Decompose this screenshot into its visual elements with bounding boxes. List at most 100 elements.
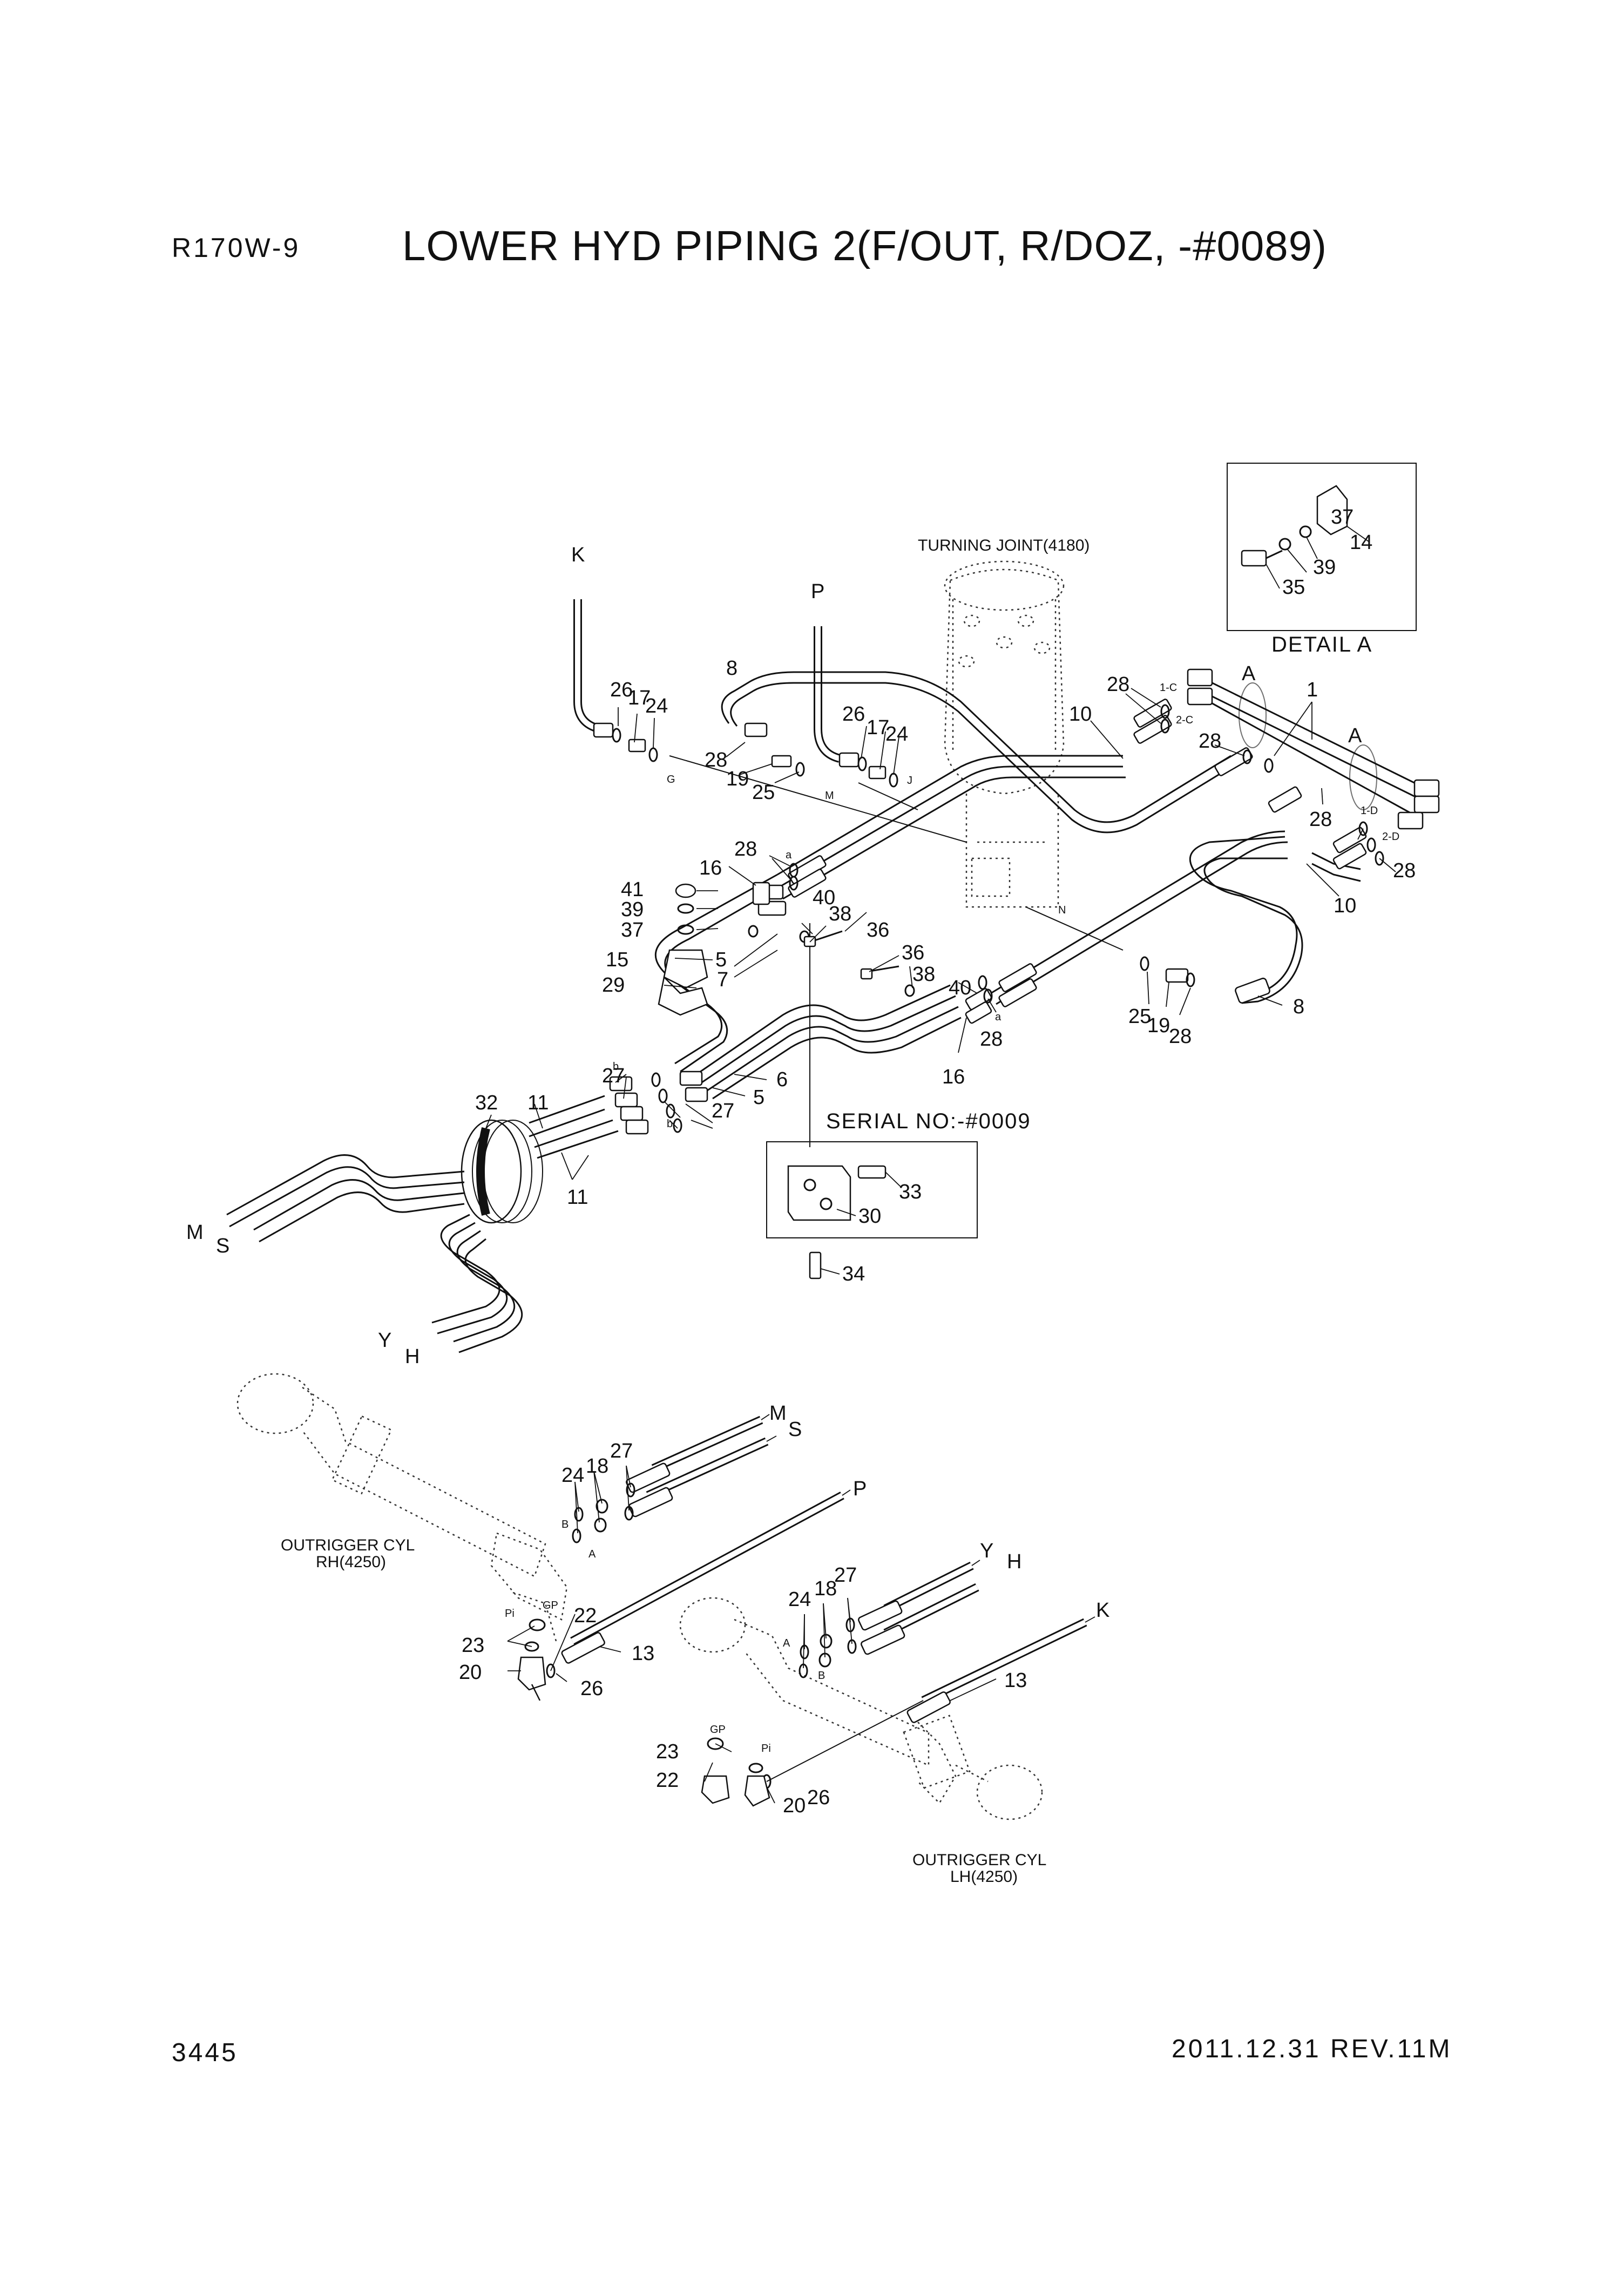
part-19-b: 19 [1147, 1014, 1170, 1037]
part-20-rh: 20 [459, 1661, 482, 1684]
port-label-a-upper: A [1242, 662, 1256, 685]
part-28-g: 28 [980, 1028, 1003, 1051]
part-37-b: 37 [621, 919, 644, 941]
part-7: 7 [717, 968, 728, 991]
part-40-b: 40 [949, 977, 971, 999]
part-17-a: 17 [628, 687, 651, 709]
port-label-m-rh: M [769, 1402, 787, 1425]
part-34: 34 [842, 1263, 865, 1285]
part-1: 1 [1307, 679, 1318, 701]
port-label-y: Y [378, 1329, 391, 1352]
revision-date: 2011.12.31 REV.11M [1172, 2035, 1452, 2063]
outrigger-cylinder-lh [679, 1597, 1043, 1820]
part-11-b: 11 [567, 1186, 588, 1209]
part-33: 33 [899, 1181, 922, 1203]
port-label-gp-lh: GP [710, 1724, 726, 1736]
part-8-a: 8 [726, 657, 737, 680]
swivel-joint [461, 1119, 543, 1224]
part-36-a: 36 [867, 919, 889, 941]
part-28-d: 28 [1309, 808, 1332, 831]
part-10-a: 10 [1069, 703, 1092, 726]
part-16-a: 16 [699, 857, 722, 879]
outrigger-rh-caption-line1: OUTRIGGER CYL [281, 1536, 415, 1554]
part-27-rh: 27 [610, 1440, 633, 1462]
port-label-p: P [811, 580, 824, 603]
part-5-a: 5 [715, 949, 727, 971]
part-28-a: 28 [705, 749, 727, 771]
part-35: 35 [1282, 576, 1305, 599]
part-13-rh: 13 [632, 1642, 654, 1665]
port-label-2c: 2-C [1176, 714, 1193, 726]
detail-a-caption: DETAIL A [1271, 633, 1372, 656]
port-label-s-rh: S [788, 1418, 802, 1441]
port-label-k-lh: K [1096, 1599, 1109, 1622]
outrigger-cylinder-rh [236, 1373, 568, 1642]
part-26-b: 26 [842, 703, 865, 726]
port-label-k: K [571, 544, 585, 566]
part-22-lh: 22 [656, 1769, 679, 1792]
part-38-a: 38 [829, 903, 851, 925]
port-label-a-small: a [786, 849, 792, 861]
page-title: LOWER HYD PIPING 2(F/OUT, R/DOZ, -#0089) [402, 222, 1327, 269]
port-label-p-rh: P [853, 1478, 867, 1500]
port-label-pi-lh: Pi [761, 1743, 771, 1755]
part-26-lh: 26 [807, 1786, 830, 1809]
part-28-e: 28 [1393, 859, 1416, 882]
port-label-1d: 1-D [1361, 805, 1378, 817]
part-23-rh: 23 [462, 1634, 484, 1657]
port-label-s: S [216, 1235, 229, 1257]
serial-box [766, 1141, 978, 1279]
port-label-b-upper: b [613, 1061, 619, 1073]
part-26-rh: 26 [580, 1677, 603, 1700]
part-10-b: 10 [1334, 895, 1356, 917]
part-5-b: 5 [753, 1086, 764, 1109]
part-40-a: 40 [813, 886, 835, 909]
outrigger-rh-caption-line2: RH(4250) [316, 1553, 386, 1571]
part-28-h: 28 [1169, 1025, 1192, 1048]
part-18-lh: 18 [814, 1577, 837, 1600]
part-16-b: 16 [942, 1066, 965, 1088]
part-19-a: 19 [726, 768, 749, 790]
detail-a-box [1227, 463, 1417, 631]
part-24-lh: 24 [788, 1588, 811, 1611]
part-41: 41 [621, 878, 644, 901]
leader-lines [485, 688, 1396, 1804]
part-26-a: 26 [610, 679, 633, 701]
outrigger-rh-hoses [517, 1414, 851, 1701]
port-label-2d: 2-D [1382, 831, 1399, 843]
part-14: 14 [1350, 531, 1372, 554]
outrigger-lh-caption-line1: OUTRIGGER CYL [912, 1851, 1046, 1869]
part-24-b: 24 [885, 723, 908, 746]
upper-piping [226, 599, 1440, 1353]
port-label-a-lh: A [783, 1637, 790, 1649]
part-32: 32 [475, 1092, 498, 1114]
port-label-1c: 1-C [1160, 682, 1177, 694]
port-label-h-lh: H [1007, 1550, 1021, 1573]
turning-joint [944, 560, 1065, 908]
part-17-b: 17 [867, 716, 889, 739]
page-number: 3445 [172, 2038, 238, 2067]
part-29: 29 [602, 974, 625, 997]
part-23-lh: 23 [656, 1740, 679, 1763]
port-label-y-lh: Y [980, 1540, 993, 1562]
part-39-b: 39 [621, 898, 644, 921]
part-27-a: 27 [602, 1065, 625, 1087]
part-13-lh: 13 [1004, 1669, 1027, 1692]
part-20-lh: 20 [783, 1794, 806, 1817]
port-label-gp-rh: GP [543, 1600, 558, 1611]
part-38-b: 38 [912, 963, 935, 986]
part-25-a: 25 [752, 781, 775, 804]
part-8-b: 8 [1293, 995, 1304, 1018]
port-label-m-small: M [825, 790, 834, 802]
part-24-rh: 24 [561, 1464, 584, 1487]
part-36-b: 36 [902, 941, 924, 964]
port-label-a-right: a [995, 1011, 1002, 1023]
part-37-a: 37 [1331, 506, 1354, 529]
part-28-c: 28 [1199, 730, 1221, 753]
part-11-a: 11 [527, 1092, 549, 1114]
part-30: 30 [858, 1205, 881, 1228]
part-24-a: 24 [645, 695, 668, 717]
part-6: 6 [776, 1068, 788, 1091]
port-label-b-lower: b [667, 1118, 673, 1130]
